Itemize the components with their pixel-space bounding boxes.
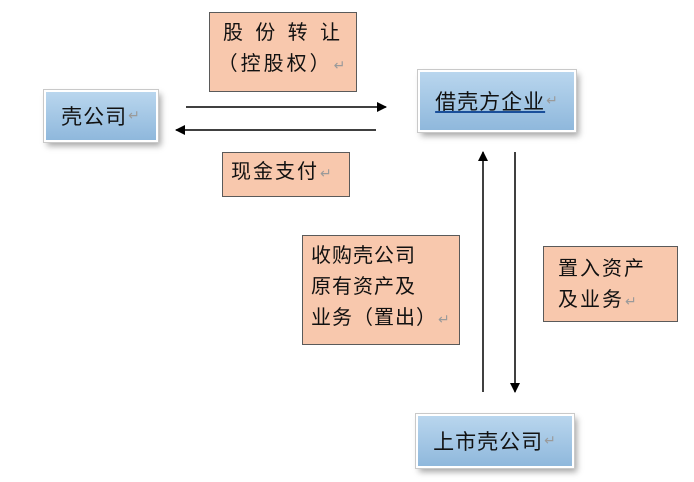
return-mark-icon: ↵ <box>128 108 141 124</box>
node-borrowing-company-text: 借壳方企业 <box>435 90 546 114</box>
label-share-transfer-line1: 股 份 转 让 <box>222 20 344 44</box>
return-mark-icon: ↵ <box>625 294 639 310</box>
label-cash-payment-text: 现金支付 <box>231 159 319 183</box>
label-inject-line1: 置入资产 <box>558 256 646 280</box>
node-listed-shell-company-text: 上市壳公司 <box>433 430 544 454</box>
label-acquire-assets: 收购壳公司 原有资产及 业务（置出）↵ <box>302 235 460 345</box>
node-borrowing-company: 借壳方企业↵ <box>418 70 576 132</box>
label-acquire-line2: 原有资产及 <box>311 274 416 298</box>
node-listed-shell-company: 上市壳公司↵ <box>416 414 574 468</box>
label-share-transfer-line2: （控股权） <box>217 51 333 75</box>
return-mark-icon: ↵ <box>438 312 451 328</box>
label-inject-assets: 置入资产 及业务↵ <box>543 246 678 322</box>
return-mark-icon: ↵ <box>320 166 334 182</box>
label-acquire-line3: 业务（置出） <box>311 305 437 329</box>
label-share-transfer: 股 份 转 让 （控股权）↵ <box>209 12 357 92</box>
label-cash-payment: 现金支付↵ <box>222 152 350 197</box>
return-mark-icon: ↵ <box>544 433 557 449</box>
return-mark-icon: ↵ <box>546 93 559 109</box>
return-mark-icon: ↵ <box>333 58 349 74</box>
label-acquire-line1: 收购壳公司 <box>311 243 416 267</box>
label-inject-line2: 及业务 <box>558 287 624 311</box>
node-shell-company: 壳公司↵ <box>44 90 158 142</box>
node-shell-company-text: 壳公司 <box>61 105 128 129</box>
